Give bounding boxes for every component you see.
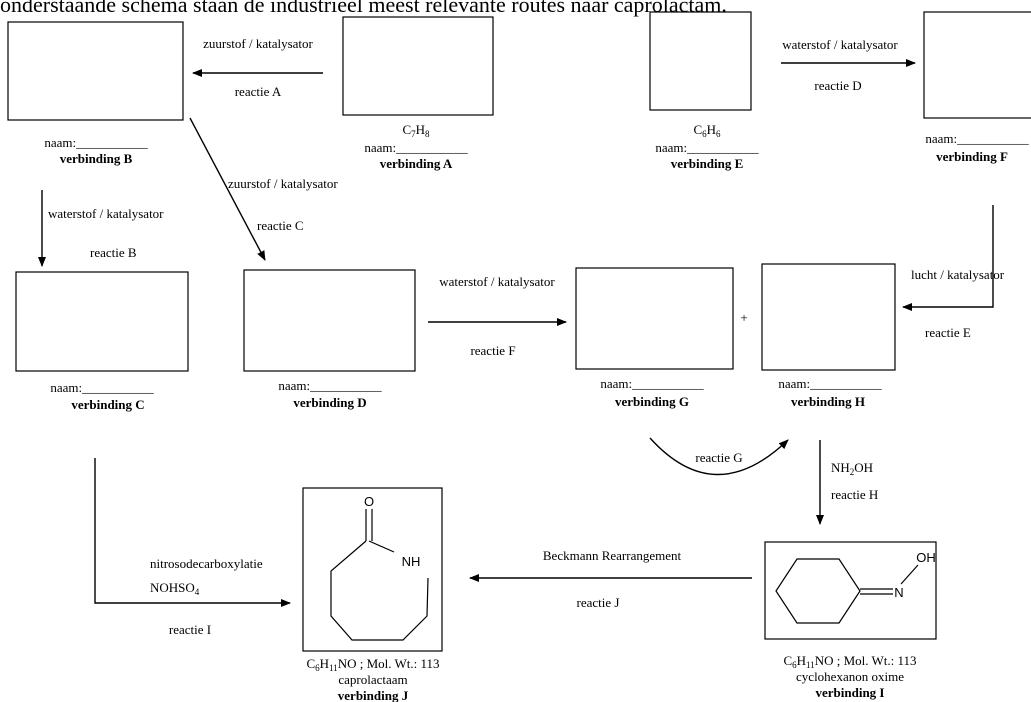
- label-reactie-j: reactie J: [577, 595, 620, 610]
- box-verbinding-e: [649, 11, 752, 111]
- naam-field-verbinding-h: naam:___________: [778, 376, 882, 391]
- atom-nh: NH: [402, 554, 421, 569]
- label-reactie-i: reactie I: [169, 622, 211, 637]
- arrow-reactie-c: [189, 117, 266, 261]
- label-reactie-d: reactie D: [814, 78, 861, 93]
- box-verbinding-b: [7, 21, 184, 121]
- name-verbinding-e: verbinding E: [671, 156, 744, 171]
- plus-sign: +: [740, 310, 747, 325]
- label-reactie-f: reactie F: [470, 343, 515, 358]
- formula-verbinding-i: C6H11NO ; Mol. Wt.: 113: [783, 653, 916, 670]
- naam-field-verbinding-f: naam:___________: [925, 131, 1029, 146]
- reagent-reactie-c: zuurstof / katalysator: [228, 176, 338, 191]
- reagent-reactie-f: waterstof / katalysator: [439, 274, 555, 289]
- label-reactie-h: reactie H: [831, 487, 878, 502]
- name-verbinding-i: verbinding I: [816, 685, 885, 700]
- label-reactie-a: reactie A: [235, 84, 282, 99]
- box-verbinding-c: [15, 271, 189, 372]
- reagent-reactie-h: NH2OH: [831, 460, 873, 477]
- formula-verbinding-a: C7H8: [402, 122, 430, 139]
- name-verbinding-d: verbinding D: [293, 395, 366, 410]
- box-verbinding-g: [575, 267, 734, 370]
- atom-o: O: [364, 494, 374, 509]
- naam-field-verbinding-g: naam:___________: [600, 376, 704, 391]
- caprolactam-structure: O NH: [330, 494, 429, 641]
- reagent-reactie-b: waterstof / katalysator: [48, 206, 164, 221]
- label-reactie-c: reactie C: [257, 218, 304, 233]
- common-name-verbinding-j: caprolactaam: [338, 672, 407, 687]
- formula-verbinding-j: C6H11NO ; Mol. Wt.: 113: [306, 656, 439, 673]
- naam-field-verbinding-b: naam:___________: [44, 135, 148, 150]
- arrow-reactie-g: [649, 437, 789, 476]
- name-verbinding-j: verbinding J: [338, 688, 409, 702]
- naam-field-verbinding-d: naam:___________: [278, 378, 382, 393]
- arrow-reactie-i: [94, 458, 291, 607]
- name-verbinding-g: verbinding G: [615, 394, 689, 409]
- naam-field-verbinding-a: naam:___________: [364, 140, 468, 155]
- box-verbinding-f: [923, 11, 1031, 119]
- atom-oh: OH: [916, 550, 936, 565]
- common-name-verbinding-i: cyclohexanon oxime: [796, 669, 904, 684]
- reagent-reactie-a: zuurstof / katalysator: [203, 36, 313, 51]
- reagent-reactie-i: nitrosodecarboxylatie: [150, 556, 263, 571]
- formula-verbinding-e: C6H6: [693, 122, 721, 139]
- label-reactie-g: reactie G: [695, 450, 742, 465]
- name-verbinding-c: verbinding C: [71, 397, 144, 412]
- header-text: onderstaande schema staan de industrieel…: [0, 0, 727, 17]
- reagent-reactie-j: Beckmann Rearrangement: [543, 548, 682, 563]
- name-verbinding-f: verbinding F: [936, 149, 1008, 164]
- atom-n: N: [894, 585, 903, 600]
- label-reactie-b: reactie B: [90, 245, 137, 260]
- box-verbinding-h: [761, 263, 896, 371]
- reagent-reactie-d: waterstof / katalysator: [782, 37, 898, 52]
- naam-field-verbinding-c: naam:___________: [50, 380, 154, 395]
- name-verbinding-a: verbinding A: [380, 156, 453, 171]
- box-verbinding-i: [764, 541, 937, 640]
- name-verbinding-b: verbinding B: [60, 151, 133, 166]
- box-verbinding-d: [243, 269, 416, 372]
- naam-field-verbinding-e: naam:___________: [655, 140, 759, 155]
- name-verbinding-h: verbinding H: [791, 394, 865, 409]
- label-reactie-e: reactie E: [925, 325, 971, 340]
- arrow-reactie-e: [902, 205, 994, 311]
- cyclohexanone-oxime-structure: N OH: [775, 550, 936, 624]
- box-verbinding-a: [342, 16, 494, 116]
- reagent-reactie-e: lucht / katalysator: [911, 267, 1005, 282]
- reagent2-reactie-i: NOHSO4: [150, 580, 200, 597]
